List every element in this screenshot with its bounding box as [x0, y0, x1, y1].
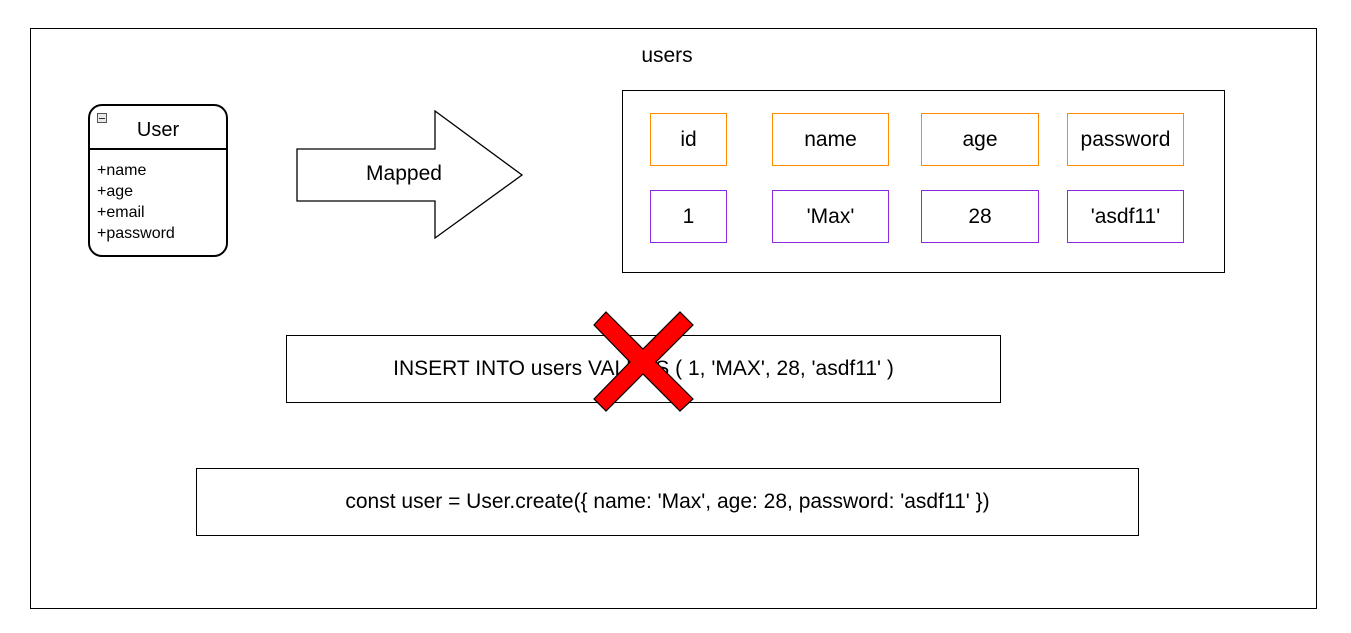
arrow-shape [296, 110, 524, 240]
table-title: users [641, 44, 693, 67]
uml-class-name: User [136, 119, 180, 141]
arrow-label: Mapped [366, 162, 442, 185]
db-table [622, 90, 1225, 273]
column-header-age: age [921, 113, 1039, 166]
uml-attribute-name: +name [97, 162, 147, 179]
diagram-frame [30, 28, 1317, 609]
uml-class-header: User [90, 106, 226, 150]
uml-class-attributes: +name +age +email +password [90, 150, 226, 244]
uml-attribute-age: +age [97, 183, 134, 200]
uml-class-user[interactable]: User +name +age +email +password [88, 104, 228, 257]
orm-statement-text: const user = User.create({ name: 'Max', … [345, 490, 990, 513]
collapse-icon[interactable] [97, 113, 107, 123]
column-header-password: password [1067, 113, 1184, 166]
cell-password: 'asdf11' [1067, 190, 1184, 243]
column-header-name: name [772, 113, 889, 166]
orm-statement-box: const user = User.create({ name: 'Max', … [196, 468, 1139, 536]
mapped-arrow: Mapped [296, 110, 524, 240]
cell-name: 'Max' [772, 190, 889, 243]
red-cross-icon [593, 311, 694, 412]
column-header-id: id [650, 113, 727, 166]
cell-id: 1 [650, 190, 727, 243]
cell-age: 28 [921, 190, 1039, 243]
uml-attribute-email: +email [97, 204, 145, 221]
uml-attribute-password: +password [97, 225, 175, 242]
